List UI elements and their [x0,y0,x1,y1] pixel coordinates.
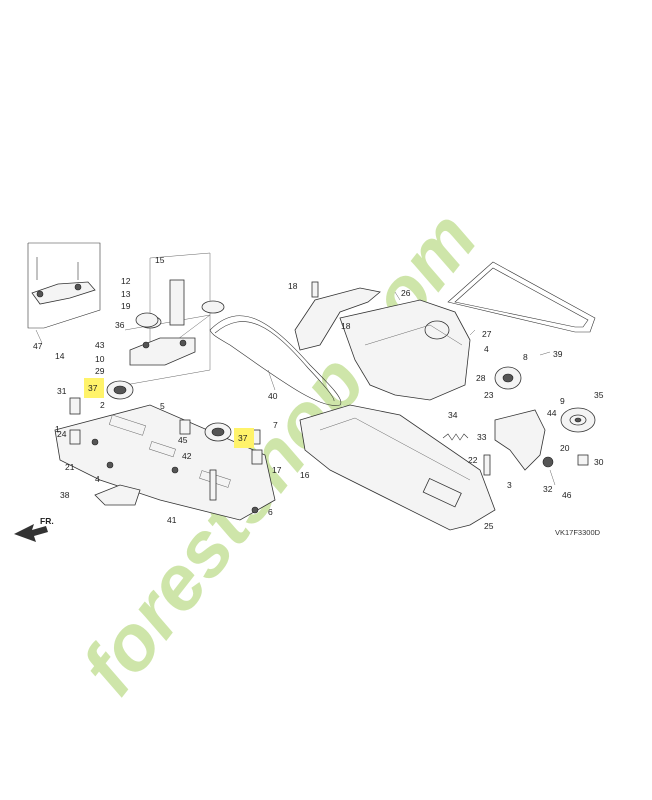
label-13: 13 [121,289,131,299]
pulley-36 [135,312,159,328]
pulley-37-left [106,380,134,400]
label-1: 1 [55,424,60,434]
label-20: 20 [560,443,570,453]
label-18a: 18 [288,281,298,291]
arrow-left-icon [14,524,48,542]
label-37b: 37 [238,433,248,443]
pulley-35 [560,407,596,433]
diagram-code: VK17F3300D [555,528,601,537]
label-6: 6 [268,507,273,517]
label-2: 2 [100,400,105,410]
label-22: 22 [468,455,478,465]
label-24: 24 [57,429,67,439]
label-31: 31 [57,386,67,396]
label-7: 7 [273,420,278,430]
label-19: 19 [121,301,131,311]
label-14: 14 [55,351,65,361]
label-9: 9 [560,396,565,406]
part-labels: 47 1 2 3 4 4 5 6 7 8 9 10 12 13 14 15 16… [33,255,604,531]
belt-40 [209,315,342,406]
label-15: 15 [155,255,165,265]
label-40: 40 [268,391,278,401]
direction-indicator: FR. [14,516,54,542]
label-30: 30 [594,457,604,467]
label-25: 25 [484,521,494,531]
label-12: 12 [121,276,131,286]
tension-arm-33 [442,409,554,471]
label-29: 29 [95,366,105,376]
label-4a: 4 [95,474,100,484]
label-27: 27 [482,329,492,339]
pulley-28 [494,366,522,390]
label-18b: 18 [341,321,351,331]
label-35: 35 [594,390,604,400]
belt-39 [447,261,596,333]
label-10: 10 [95,354,105,364]
label-4b: 4 [484,344,489,354]
shafts [69,281,589,501]
label-5: 5 [160,401,165,411]
label-8: 8 [523,352,528,362]
label-45: 45 [178,435,188,445]
label-26: 26 [401,288,411,298]
label-46: 46 [562,490,572,500]
chain-case-25 [299,404,496,531]
label-23: 23 [484,390,494,400]
cover-26-27 [294,287,471,401]
highlight-37-right [234,428,254,448]
label-39: 39 [553,349,563,359]
bracket-box-47 [27,242,101,329]
label-32: 32 [543,484,553,494]
leader-lines [35,291,556,486]
label-21: 21 [65,462,75,472]
label-36: 36 [115,320,125,330]
label-38: 38 [60,490,70,500]
label-42: 42 [182,451,192,461]
label-16: 16 [300,470,310,480]
bracket-38 [94,484,141,506]
label-43: 43 [95,340,105,350]
pulley-37-right [204,422,232,442]
highlight-37-left [84,378,104,398]
label-44: 44 [547,408,557,418]
label-37a: 37 [88,383,98,393]
direction-label: FR. [40,516,54,526]
label-33: 33 [477,432,487,442]
label-28: 28 [476,373,486,383]
label-41: 41 [167,515,177,525]
label-3: 3 [507,480,512,490]
label-17: 17 [272,465,282,475]
label-47: 47 [33,341,43,351]
label-34: 34 [448,410,458,420]
